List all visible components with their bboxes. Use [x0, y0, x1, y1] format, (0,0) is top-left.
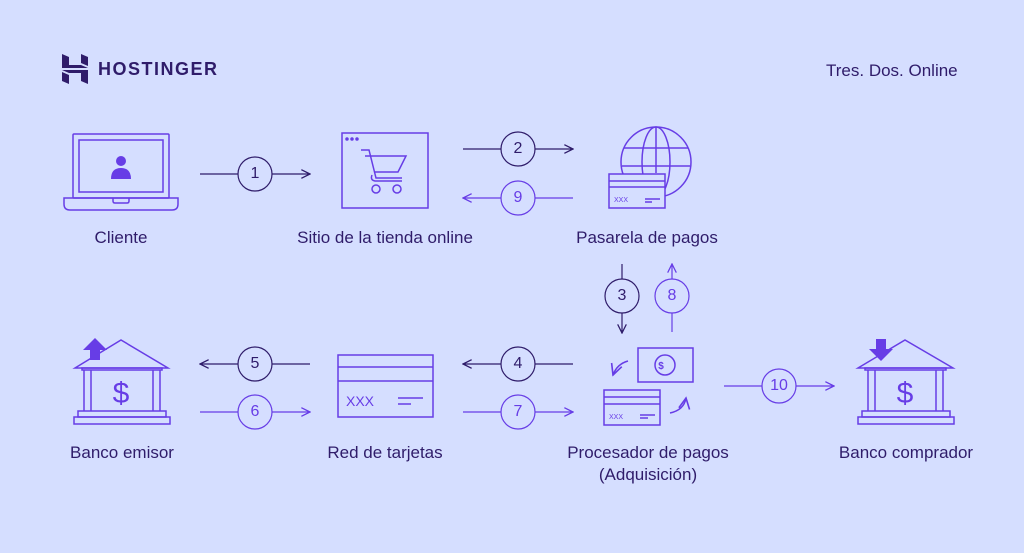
node-label-comprador: Banco comprador — [838, 443, 974, 462]
step-3-number: 3 — [617, 287, 627, 304]
step-2-arrow — [463, 131, 573, 167]
svg-text:$: $ — [658, 361, 664, 372]
step-9-arrow — [463, 180, 573, 216]
hostinger-logo: HOSTINGER — [62, 54, 219, 84]
step-1-arrow — [200, 156, 310, 192]
node-label-tienda: Sitio de la tienda online — [297, 228, 473, 247]
step-8-number: 8 — [667, 287, 677, 304]
step-10-number: 10 — [770, 377, 788, 394]
shopping-cart-browser-icon — [341, 132, 429, 209]
node-label-red: Red de tarjetas — [327, 443, 443, 462]
step-9-number: 9 — [513, 189, 523, 206]
upload-arrow-icon — [83, 338, 107, 360]
step-7-number: 7 — [513, 403, 523, 420]
card-money-exchange-icon — [603, 347, 694, 426]
tagline: Tres. Dos. Online — [826, 61, 958, 80]
step-1-number: 1 — [250, 165, 260, 182]
svg-text:$: $ — [897, 377, 914, 410]
step-5-number: 5 — [250, 355, 260, 372]
step-5-arrow — [200, 346, 310, 382]
card-text: XXX — [346, 393, 375, 409]
step-6-arrow — [200, 394, 310, 430]
brand-name: HOSTINGER — [98, 58, 219, 79]
download-arrow-icon — [869, 339, 893, 361]
svg-text:XXX: XXX — [609, 414, 623, 421]
step-8-arrow — [654, 264, 690, 332]
hostinger-logo-icon — [62, 54, 88, 84]
globe-card-icon — [608, 126, 692, 209]
svg-text:$: $ — [113, 377, 130, 410]
node-label-cliente: Cliente — [94, 228, 148, 247]
step-10-arrow — [724, 368, 834, 404]
bank-download-icon — [855, 339, 956, 425]
bank-upload-icon — [72, 339, 171, 425]
node-label-pasarela: Pasarela de pagos — [576, 228, 718, 247]
laptop-user-icon — [63, 133, 179, 211]
node-label-procesador: Procesador de pagos — [567, 443, 729, 462]
step-2-number: 2 — [513, 140, 523, 157]
step-7-arrow — [463, 394, 573, 430]
credit-card-icon — [337, 354, 434, 418]
pasarela-card-text: XXX — [614, 197, 628, 204]
step-3-arrow — [604, 264, 640, 333]
step-4-arrow — [463, 346, 573, 382]
step-6-number: 6 — [250, 403, 260, 420]
step-4-number: 4 — [513, 355, 523, 372]
node-label-procesador-sub: (Adquisición) — [598, 465, 698, 484]
node-label-emisor: Banco emisor — [70, 443, 174, 462]
